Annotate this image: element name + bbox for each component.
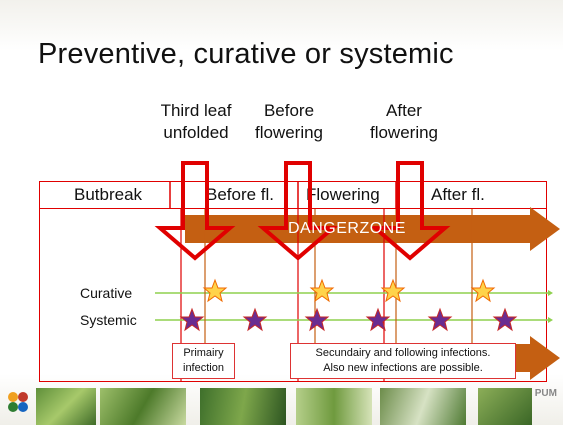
stage-arrows — [154, 161, 451, 261]
curative-stars — [202, 278, 496, 303]
note-secondary-infections: Secundairy and following infections. Als… — [290, 343, 516, 379]
down-arrow-icon — [369, 161, 451, 261]
star-icon — [380, 278, 406, 303]
systemic-timeline-arrowhead — [548, 317, 553, 323]
photo-crop — [296, 388, 372, 425]
star-icon — [470, 278, 496, 303]
star-icon — [242, 307, 268, 332]
slide-title: Preventive, curative or systemic — [38, 38, 454, 70]
photo-field — [200, 388, 286, 425]
note-primary-infection: Primairy infection — [172, 343, 235, 379]
phase-row — [39, 181, 547, 209]
photo-orchard — [478, 388, 532, 425]
photo-trees — [380, 388, 466, 425]
note-line: infection — [183, 362, 224, 374]
star-icon — [304, 307, 330, 332]
phase-label-after-fl: After fl. — [431, 185, 485, 204]
phase-label-butbreak: Butbreak — [74, 185, 143, 204]
stage-label-line2: unfolded — [163, 123, 229, 142]
stage-label-line1: After — [386, 101, 422, 120]
dangerzone-label: DANGERZONE — [288, 220, 406, 237]
timeline-frame — [39, 208, 547, 382]
stage-label-before-flowering: Before flowering — [247, 100, 331, 144]
photo-plant — [100, 388, 186, 425]
photo-leaves — [36, 388, 96, 425]
star-icon — [492, 307, 518, 332]
logo-text: PUM — [534, 388, 557, 399]
stage-label-line2: flowering — [254, 123, 324, 142]
logo-mark — [4, 390, 32, 418]
star-icon — [309, 278, 335, 303]
stage-label-after-flowering: After flowering — [362, 100, 446, 144]
star-icon — [179, 307, 205, 332]
stage-label-line1: Third leaf — [160, 101, 232, 120]
note-line: Also new infections are possible. — [323, 362, 483, 374]
phase-label-before-fl: Before fl. — [206, 185, 275, 204]
photo-strip: PUM — [0, 380, 563, 425]
down-arrow-icon — [257, 161, 339, 261]
stage-label-line2: flowering — [369, 123, 439, 142]
note-line: Primairy — [183, 347, 224, 359]
curative-timeline-arrowhead — [548, 290, 553, 296]
systemic-stars — [179, 307, 518, 332]
note-line: Secundairy and following infections. — [315, 347, 491, 359]
row-label-systemic: Systemic — [80, 312, 137, 328]
row-label-curative: Curative — [80, 285, 133, 301]
star-icon — [365, 307, 391, 332]
phase-label-flowering: Flowering — [306, 185, 380, 204]
stage-label-line1: Before — [263, 101, 315, 120]
star-icon — [427, 307, 453, 332]
stage-label-third-leaf: Third leaf unfolded — [146, 100, 246, 144]
down-arrow-icon — [154, 161, 236, 261]
star-icon — [202, 278, 228, 303]
